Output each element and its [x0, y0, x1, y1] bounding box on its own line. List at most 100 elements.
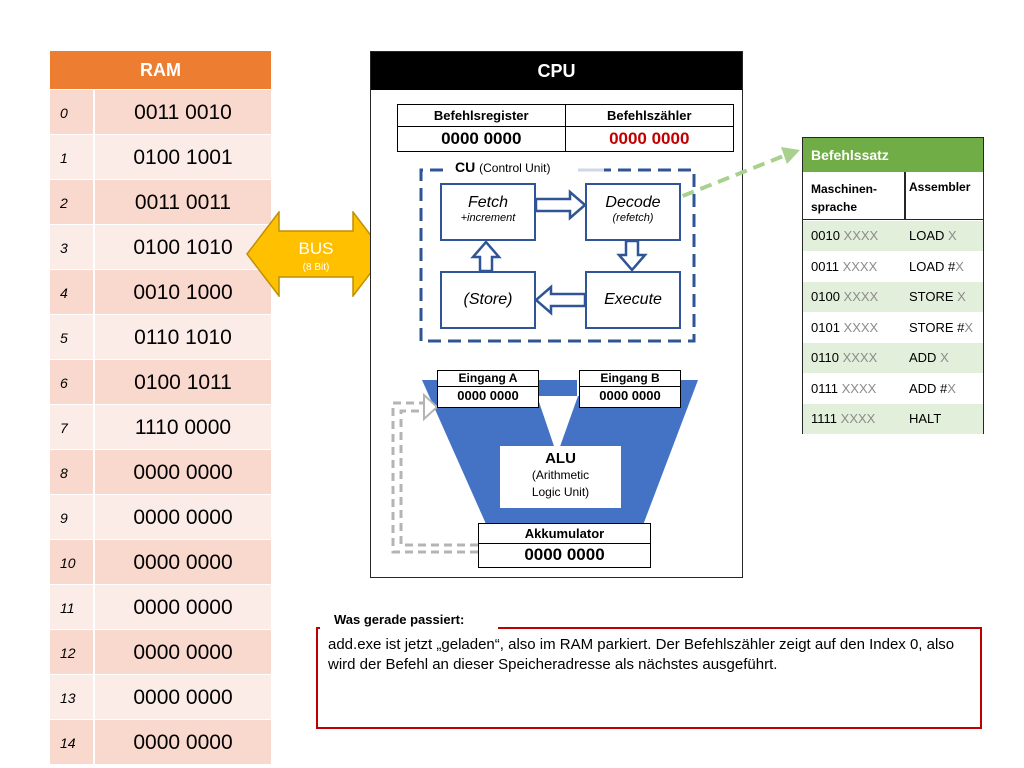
befehlssatz-row: 1111 XXXX HALT — [803, 403, 983, 434]
decode-to-execute-arrow — [616, 239, 648, 272]
ram-title: RAM — [50, 51, 271, 89]
ram-value: 0000 0000 — [133, 460, 233, 484]
feedback-inner — [399, 409, 478, 547]
phase-store: (Store) — [440, 271, 536, 329]
mnemonic: LOAD — [909, 228, 949, 243]
cu-dashed-frame — [419, 168, 696, 343]
ram-value: 0100 1010 — [133, 235, 233, 259]
ram-row: 3 0100 1010 — [50, 224, 271, 270]
eingang-a-value: 0000 0000 — [457, 388, 519, 403]
operand-placeholder: XXXX — [838, 380, 877, 396]
ram-value: 0011 0011 — [134, 190, 232, 214]
assembler-code: HALT — [909, 411, 941, 426]
phase-execute-title: Execute — [604, 291, 662, 308]
ram-divider — [93, 90, 95, 135]
store-to-fetch-arrow — [470, 240, 502, 273]
ram-divider — [93, 315, 95, 360]
ram-divider — [93, 225, 95, 270]
machine-code: 0111 XXXX — [811, 381, 876, 396]
machine-code: 0010 XXXX — [811, 228, 878, 243]
operand-placeholder: XXXX — [839, 319, 879, 335]
opcode: 0110 — [811, 350, 839, 365]
ram-address: 2 — [60, 194, 68, 211]
ram-address: 1 — [60, 149, 68, 166]
eingang-a-register: Eingang A 0000 0000 — [437, 370, 539, 408]
ram-row: 12 0000 0000 — [50, 629, 271, 675]
befehlssatz-row: 0111 XXXX ADD #X — [803, 372, 983, 403]
assembler-argument: X — [947, 380, 956, 396]
ram-value: 0000 0000 — [133, 640, 233, 664]
ram-address: 3 — [60, 239, 68, 256]
ram-address: 7 — [60, 419, 68, 436]
ram-value: 0000 0000 — [133, 685, 233, 709]
execute-to-store-arrow — [534, 284, 587, 316]
befehlszaehler-cell: Befehlszähler 0000 0000 — [565, 105, 733, 151]
assembler-code: LOAD #X — [909, 259, 964, 274]
ram-address: 0 — [60, 104, 68, 121]
akkumulator-register: Akkumulator 0000 0000 — [478, 523, 651, 568]
ram-address: 13 — [60, 689, 76, 706]
ram-divider — [93, 405, 95, 450]
machine-code: 1111 XXXX — [811, 411, 875, 426]
ram-value: 0110 1010 — [134, 325, 232, 349]
ram-row: 2 0011 0011 — [50, 179, 271, 225]
mnemonic: STORE # — [909, 319, 965, 335]
cu-title-main: CU — [455, 159, 476, 175]
operand-placeholder: XXXX — [838, 258, 878, 274]
ram-divider — [93, 675, 95, 720]
assembler-argument: X — [948, 228, 957, 243]
assembler-argument: X — [955, 258, 964, 274]
befehlszaehler-label: Befehlszähler — [565, 105, 733, 127]
ram-address: 6 — [60, 374, 68, 391]
phase-decode: Decode (refetch) — [585, 183, 681, 241]
befehlssatz-row: 0011 XXXX LOAD #X — [803, 250, 983, 281]
befehlssatz-col-assembler: Assembler — [909, 180, 971, 194]
assembler-code: LOAD X — [909, 228, 957, 243]
explanation-text: add.exe ist jetzt „geladen“, also im RAM… — [328, 636, 955, 673]
ram-divider — [93, 450, 95, 495]
befehlssatz-title: Befehlssatz — [803, 138, 983, 172]
register-table: Befehlsregister 0000 0000 Befehlszähler … — [397, 104, 734, 152]
ram-address: 12 — [60, 644, 76, 661]
ram-address: 4 — [60, 284, 68, 301]
befehlssatz-row: 0110 XXXX ADD X — [803, 342, 983, 373]
befehlsregister-label: Befehlsregister — [398, 105, 565, 127]
ram-value: 0010 1000 — [133, 280, 233, 304]
akkumulator-label: Akkumulator — [479, 524, 650, 544]
assembler-code: ADD #X — [909, 381, 956, 396]
assembler-argument: X — [940, 350, 949, 365]
ram-value: 1110 0000 — [134, 415, 232, 439]
ram-row: 7 1110 0000 — [50, 404, 271, 450]
phase-store-title: (Store) — [463, 291, 513, 308]
alu-subtitle-line2: Logic Unit) — [531, 485, 590, 499]
alu-title: ALU — [545, 450, 576, 467]
befehlssatz-link-line — [664, 153, 787, 205]
ram-value: 0000 0000 — [133, 730, 233, 754]
phase-execute: Execute — [585, 271, 681, 329]
phase-decode-title: Decode — [605, 194, 661, 211]
eingang-b-label: Eingang B — [580, 371, 680, 387]
machine-code: 0110 XXXX — [811, 350, 877, 365]
phase-fetch-sub: +increment — [460, 212, 516, 224]
befehlssatz-header-divider — [904, 172, 906, 220]
machine-code: 0011 XXXX — [811, 259, 877, 274]
opcode: 0111 — [811, 380, 838, 396]
phase-decode-sub: (refetch) — [612, 212, 654, 224]
ram-divider — [93, 585, 95, 630]
ram-divider — [93, 630, 95, 675]
befehlsregister-value: 0000 0000 — [441, 129, 522, 148]
feedback-arrowhead — [423, 392, 439, 422]
alu-notch — [537, 396, 578, 455]
befehlsregister-cell: Befehlsregister 0000 0000 — [398, 105, 566, 151]
befehlssatz-row: 0010 XXXX LOAD X — [803, 220, 983, 251]
fetch-to-decode-arrow — [534, 189, 587, 221]
ram-address: 8 — [60, 464, 68, 481]
assembler-code: ADD X — [909, 350, 949, 365]
ram-divider — [93, 135, 95, 180]
feedback-outer — [391, 401, 478, 554]
